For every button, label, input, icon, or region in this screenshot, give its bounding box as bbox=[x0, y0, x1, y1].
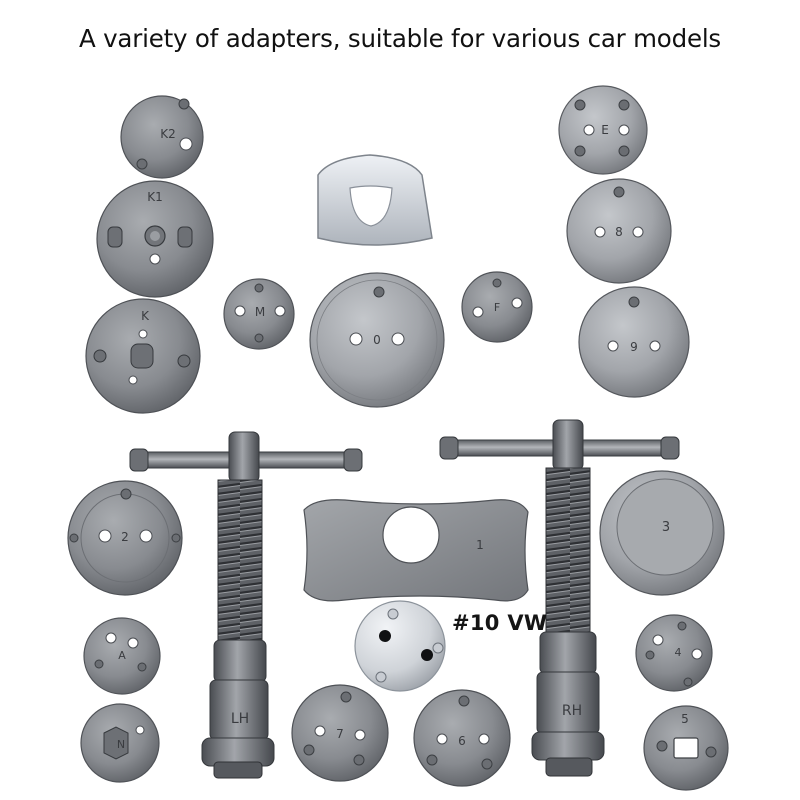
adapter-disc-a: A bbox=[83, 617, 161, 695]
adapter-marking-m: M bbox=[255, 305, 265, 319]
adapter-disc-f: F bbox=[461, 271, 533, 343]
adapter-marking-6: 6 bbox=[458, 734, 466, 748]
adapter-disc-7: 7 bbox=[291, 684, 389, 782]
adapter-marking-k: K bbox=[141, 309, 150, 323]
adapter-disc-4: 4 bbox=[635, 614, 713, 692]
adapter-marking-1: 1 bbox=[476, 538, 484, 552]
caliper-tool-right: RH bbox=[439, 419, 680, 777]
adapter-plate-1: 1 bbox=[303, 499, 529, 602]
adapter-marking-3: 3 bbox=[662, 520, 670, 535]
adapter-disc-10-vw bbox=[354, 600, 446, 692]
adapter-marking-n: N bbox=[117, 738, 125, 751]
adapter-disc-k: K bbox=[85, 298, 201, 414]
adapter-marking-k2: K2 bbox=[160, 127, 176, 141]
adapter-disc-0: 0 bbox=[309, 272, 445, 408]
adapter-marking-a: A bbox=[118, 649, 126, 662]
vw-adapter-callout: #10 VW bbox=[452, 611, 548, 635]
adapter-disc-6: 6 bbox=[413, 689, 511, 787]
adapter-disc-9: 9 bbox=[578, 286, 690, 398]
adapter-marking-9: 9 bbox=[630, 340, 638, 354]
tool-marking-lh: LH bbox=[231, 711, 249, 727]
adapter-disc-n: N bbox=[80, 703, 160, 783]
adapter-marking-8: 8 bbox=[615, 225, 623, 239]
adapter-marking-7: 7 bbox=[336, 727, 344, 741]
adapter-marking-e: E bbox=[601, 123, 609, 137]
adapter-disc-k1: K1 bbox=[96, 180, 214, 298]
adapter-marking-0: 0 bbox=[373, 333, 381, 347]
adapter-disc-3: 3 bbox=[599, 470, 725, 596]
adapter-marking-5: 5 bbox=[681, 712, 689, 726]
adapter-disc-m: M bbox=[223, 278, 295, 350]
adapter-marking-4: 4 bbox=[675, 646, 682, 659]
adapter-disc-2: 2 bbox=[67, 480, 183, 596]
adapter-marking-2: 2 bbox=[121, 530, 129, 544]
headline: A variety of adapters, suitable for vari… bbox=[78, 24, 721, 53]
adapter-disc-8: 8 bbox=[566, 178, 672, 284]
adapter-marking-k1: K1 bbox=[147, 190, 163, 204]
adapter-disc-5: 5 bbox=[643, 705, 729, 791]
tool-marking-rh: RH bbox=[562, 703, 582, 719]
adapter-disc-e: E bbox=[558, 85, 648, 175]
adapter-marking-f: F bbox=[494, 301, 500, 314]
zinc-bracket bbox=[317, 154, 433, 246]
adapter-disc-k2: K2 bbox=[120, 95, 204, 179]
caliper-tool-left: LH bbox=[129, 431, 363, 779]
